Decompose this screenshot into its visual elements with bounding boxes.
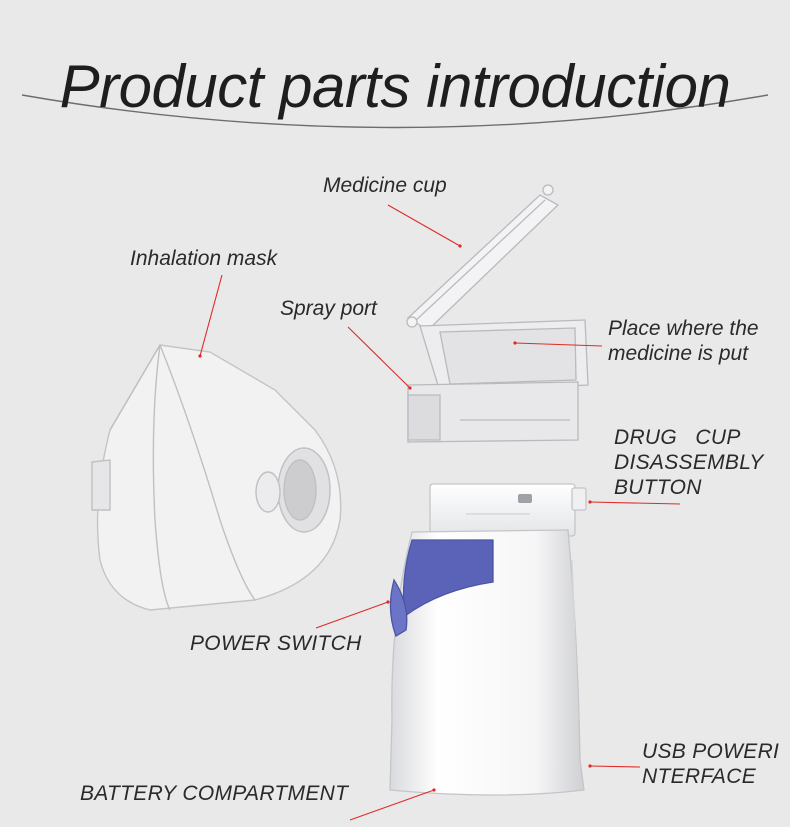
inhalation-mask — [91, 344, 342, 611]
pointer-power-switch — [315, 601, 389, 629]
title-underline-arc — [21, 94, 769, 129]
medicine-cup — [407, 319, 589, 443]
pointer-lines — [199, 204, 681, 821]
nebulizer-body — [389, 529, 585, 796]
medicine-cup-lid — [406, 184, 560, 331]
pointer-inhalation-mask — [199, 274, 223, 357]
page-title: Product parts introduction — [59, 53, 731, 120]
pointer-medicine-place — [514, 342, 603, 347]
label-power-switch: POWER SWITCH — [190, 632, 362, 655]
label-spray-port: Spray port — [280, 297, 377, 320]
label-medicine-place: Place where the medicine is put — [608, 317, 759, 365]
pointer-medicine-cup — [387, 204, 461, 247]
pointer-battery — [349, 789, 435, 821]
pointer-spray-port — [347, 326, 411, 389]
label-usb-power: USB POWERI NTERFACE — [642, 740, 780, 788]
pointer-drug-cup-button — [589, 501, 681, 505]
pointer-usb-power — [589, 765, 641, 768]
label-battery-compartment: BATTERY COMPARTMENT — [80, 782, 349, 805]
label-medicine-cup: Medicine cup — [323, 174, 447, 197]
label-inhalation-mask: Inhalation mask — [130, 247, 278, 270]
label-drug-cup-button: DRUG CUP DISASSEMBLY BUTTON — [614, 426, 764, 499]
nebulizer-head — [429, 483, 587, 537]
